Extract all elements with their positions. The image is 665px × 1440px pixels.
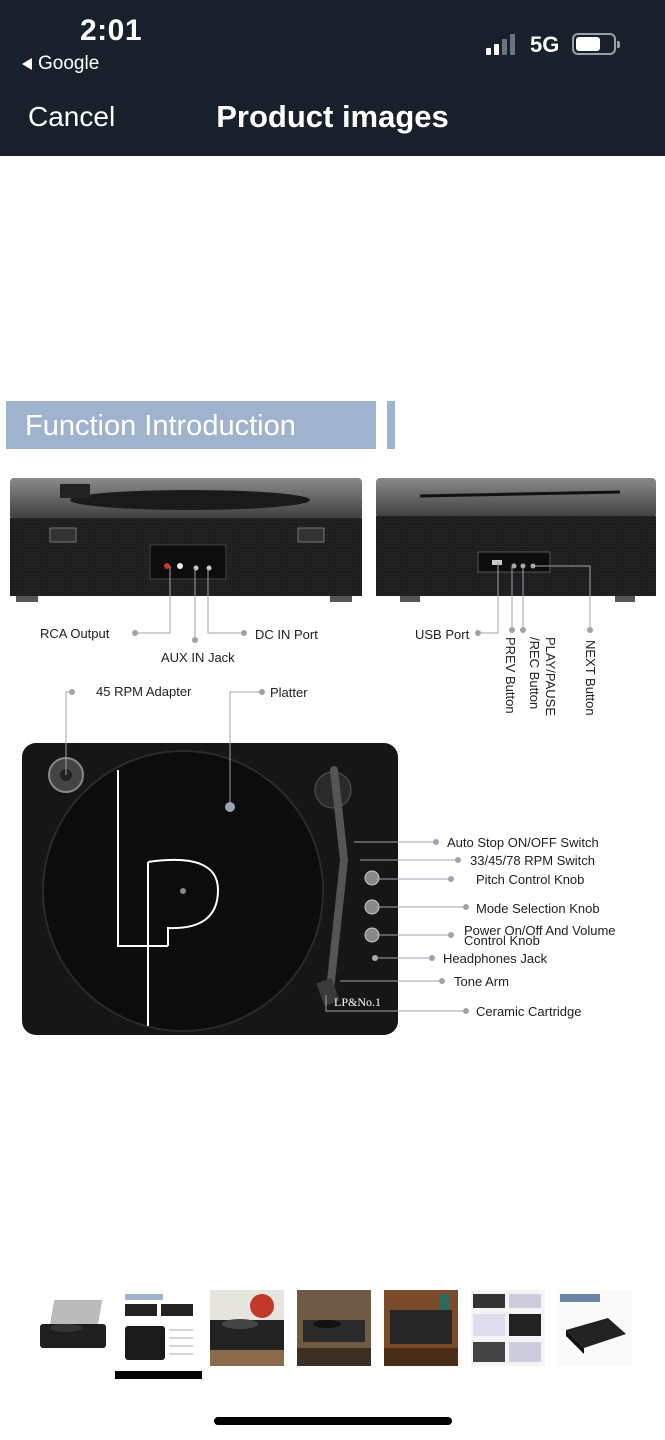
label-rpm-switch: 33/45/78 RPM Switch <box>470 853 596 868</box>
turntable-back-view <box>10 478 362 602</box>
label-aux-in-jack: AUX IN Jack <box>161 650 235 665</box>
label-auto-stop: Auto Stop ON/OFF Switch <box>447 835 599 850</box>
cancel-button[interactable]: Cancel <box>28 101 116 132</box>
thumbnail-4[interactable] <box>297 1290 371 1366</box>
thumbnail-1[interactable] <box>36 1290 110 1366</box>
label-45-rpm-adapter: 45 RPM Adapter <box>96 684 192 699</box>
back-arrow-icon <box>22 58 32 70</box>
label-power-volume-line2: Control Knob <box>464 933 540 948</box>
brand-logo-text: LP&No.1 <box>334 995 381 1009</box>
back-app-label: Google <box>38 53 100 74</box>
thumbnail-strip <box>0 1290 665 1380</box>
label-rca-output: RCA Output <box>40 626 110 641</box>
label-tone-arm: Tone Arm <box>454 974 509 989</box>
label-play-pause-line1: PLAY/PAUSE <box>543 637 558 716</box>
status-time: 2:01 <box>80 14 143 47</box>
label-pitch-knob: Pitch Control Knob <box>476 872 585 887</box>
label-dc-in-port: DC IN Port <box>255 627 318 642</box>
thumbnail-6[interactable] <box>471 1290 545 1366</box>
label-mode-knob: Mode Selection Knob <box>476 901 600 916</box>
home-indicator[interactable] <box>214 1417 452 1425</box>
thumbnail-2[interactable] <box>123 1290 197 1366</box>
network-type: 5G <box>530 32 560 57</box>
product-diagram[interactable]: LP&No.1 <box>0 460 665 1060</box>
thumbnail-7[interactable] <box>558 1290 632 1366</box>
thumbnail-3[interactable] <box>210 1290 284 1366</box>
label-usb-port: USB Port <box>415 627 470 642</box>
banner-accent-bar <box>387 401 395 449</box>
turntable-side-view <box>376 478 656 602</box>
label-power-volume-line1: Power On/Off And Volume <box>464 923 616 938</box>
label-headphones-jack: Headphones Jack <box>443 951 548 966</box>
back-to-app-link[interactable]: Google <box>22 53 99 75</box>
function-intro-banner: Function Introduction <box>6 401 376 449</box>
battery-icon <box>572 33 620 55</box>
label-play-pause-line2: /REC Button <box>527 637 542 710</box>
thumbnail-5[interactable] <box>384 1290 458 1366</box>
turntable-top-view <box>22 743 398 1035</box>
selected-thumbnail-indicator <box>115 1371 202 1379</box>
page-title: Product images <box>216 99 449 134</box>
label-next-button: NEXT Button <box>583 640 598 716</box>
label-platter: Platter <box>270 685 308 700</box>
top-bar: 2:01 Google 5G Cancel Product images <box>0 0 665 156</box>
label-ceramic-cartridge: Ceramic Cartridge <box>476 1004 582 1019</box>
cellular-signal-icon <box>486 33 515 55</box>
label-prev-button: PREV Button <box>503 637 518 714</box>
